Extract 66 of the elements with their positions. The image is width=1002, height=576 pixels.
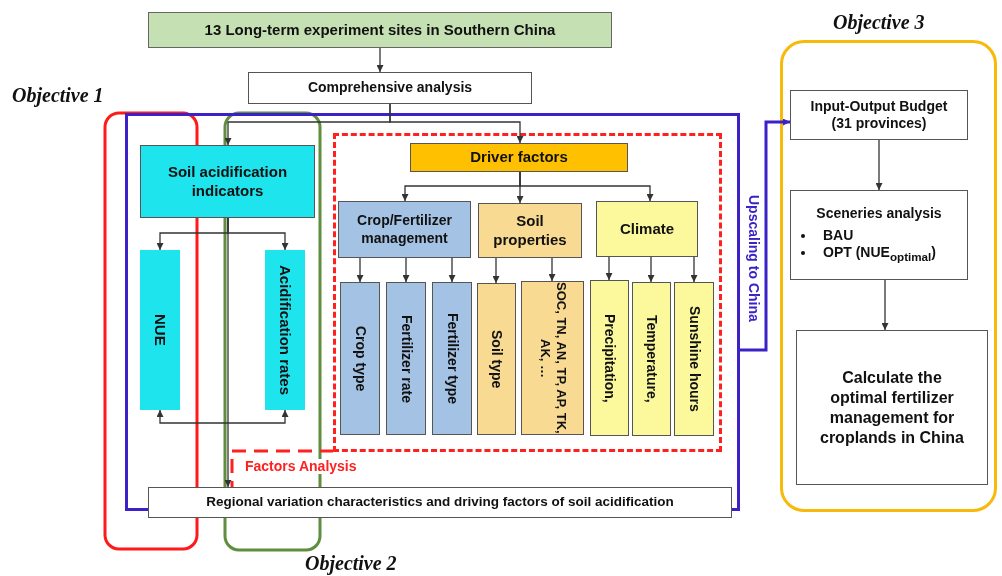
box-label: Fertilizer rate: [397, 314, 415, 403]
box-heading: Sceneries analysis: [816, 205, 942, 223]
vertical-box: [140, 250, 180, 410]
arrow: [224, 217, 232, 488]
process-box: [596, 201, 698, 257]
process-box: [790, 190, 968, 280]
process-box: [338, 201, 471, 258]
box-label: Sunshine hours: [685, 306, 703, 412]
arrow: [881, 279, 889, 331]
process-box: [410, 143, 628, 172]
box-label: Fertilizer type: [443, 313, 461, 404]
box-label: Crop/Fertilizer management: [356, 212, 453, 247]
frame-heading: Objective 1: [12, 84, 104, 106]
process-box: [148, 12, 612, 48]
arrow: [376, 47, 384, 73]
vertical-box: [432, 282, 472, 435]
box-label: SOC, TN, AN, TP, AP, TK, AK, …: [536, 282, 569, 434]
process-box: [248, 72, 532, 104]
vertical-box: [590, 280, 629, 436]
arrow: [690, 256, 698, 283]
box-label: Soil type: [488, 329, 506, 389]
box-label: Comprehensive analysis: [307, 79, 473, 97]
box-label: Climate: [619, 219, 675, 239]
vertical-box: [632, 282, 671, 436]
arrow: [448, 257, 456, 283]
arrow: [402, 257, 410, 283]
connector-line: [230, 449, 335, 487]
process-box: [478, 203, 582, 258]
arrow: [605, 256, 613, 281]
box-label: Acidification rates: [276, 264, 295, 395]
box-label: Soil acidification indicators: [166, 162, 289, 201]
box-label: Crop type: [351, 325, 369, 392]
box-label: Driver factors: [470, 148, 568, 167]
process-box: [148, 487, 732, 518]
vertical-box: [521, 281, 584, 435]
arrow: [548, 257, 556, 282]
box-label: NUE: [151, 314, 170, 346]
box-label: 13 Long-term experiment sites in Southern China: [204, 20, 556, 40]
process-box: [790, 90, 968, 140]
bullet-item: BAU: [791, 226, 854, 245]
frame-caption: Factors Analysis: [243, 459, 359, 475]
arrow: [156, 409, 289, 424]
vertical-box: [477, 283, 516, 435]
box-label: Input-Output Budget (31 provinces): [809, 97, 949, 133]
arrow: [389, 103, 524, 144]
arrow: [356, 257, 364, 283]
bullet-item: OPT (NUE$_{optimal}$): [791, 244, 936, 265]
arrow: [492, 257, 500, 284]
box-label: Calculate the optimal fertilizer management for croplands in China: [819, 367, 965, 448]
box-label: Soil properties: [492, 211, 568, 250]
process-box: [796, 330, 988, 485]
arrow: [647, 256, 655, 283]
box-label: Precipitation,: [601, 313, 619, 403]
frame-heading: Objective 2: [305, 552, 397, 574]
arrow: [740, 118, 790, 352]
frame-heading: Objective 3: [833, 11, 925, 33]
vertical-box: [674, 282, 714, 436]
process-box: [140, 145, 315, 218]
arrow: [875, 139, 883, 191]
edge-label: Upscaling to China: [744, 195, 762, 322]
vertical-box: [265, 250, 305, 410]
box-label: Regional variation characteristics and driving factors of soil acidification: [206, 494, 674, 511]
vertical-box: [386, 282, 426, 435]
arrow: [519, 171, 654, 202]
vertical-box: [340, 282, 380, 435]
box-label: Temperature,: [643, 315, 661, 403]
